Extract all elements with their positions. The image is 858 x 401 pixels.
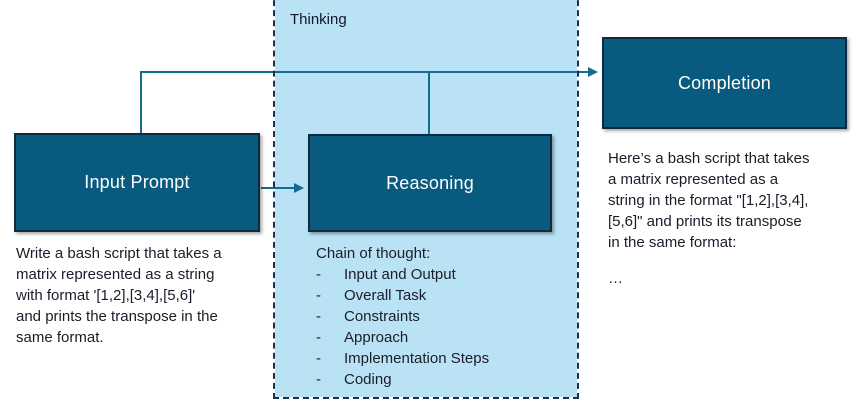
connector-input-to-reasoning: [261, 187, 296, 189]
list-item-dash: -: [316, 308, 321, 325]
reasoning-box: Reasoning: [308, 134, 552, 232]
thinking-panel-label: Thinking: [290, 11, 347, 28]
completion-box-label: Completion: [677, 72, 772, 93]
list-item-label: Implementation Steps: [344, 350, 490, 367]
list-item: - Overall Task: [316, 285, 556, 306]
list-item-label: Coding: [344, 371, 392, 388]
chain-of-thought-title: Chain of thought:: [316, 245, 431, 262]
arrowhead-into-completion: [588, 67, 598, 77]
list-item: - Approach: [316, 327, 556, 348]
input-prompt-text: Write a bash script that takes a matrix …: [16, 245, 222, 346]
list-item-label: Overall Task: [344, 287, 427, 304]
list-item-dash: -: [316, 329, 321, 346]
reasoning-box-label: Reasoning: [386, 172, 474, 193]
input-prompt-box-label: Input Prompt: [84, 172, 190, 192]
completion-text: Here’s a bash script that takes a matrix…: [608, 150, 810, 251]
completion-box: Completion: [602, 37, 847, 129]
list-item-label: Input and Output: [344, 266, 456, 283]
chain-of-thought-list: Chain of thought: - Input and Output - O…: [316, 243, 556, 390]
list-item-label: Constraints: [344, 308, 420, 325]
list-item-label: Approach: [344, 329, 409, 346]
list-item: - Constraints: [316, 306, 556, 327]
list-item: - Implementation Steps: [316, 348, 556, 369]
completion-ellipsis: …: [608, 270, 623, 287]
input-prompt-box: Input Prompt: [14, 133, 260, 232]
connector-input-to-completion-horizontal: [140, 71, 590, 73]
arrowhead-into-reasoning: [294, 183, 304, 193]
list-item-dash: -: [316, 350, 321, 367]
connector-input-top-vertical: [140, 71, 142, 133]
list-item-dash: -: [316, 266, 321, 283]
list-item-dash: -: [316, 287, 321, 304]
connector-down-to-reasoning: [428, 71, 430, 134]
list-item-dash: -: [316, 371, 321, 388]
list-item: - Input and Output: [316, 264, 556, 285]
list-item: - Coding: [316, 369, 556, 390]
